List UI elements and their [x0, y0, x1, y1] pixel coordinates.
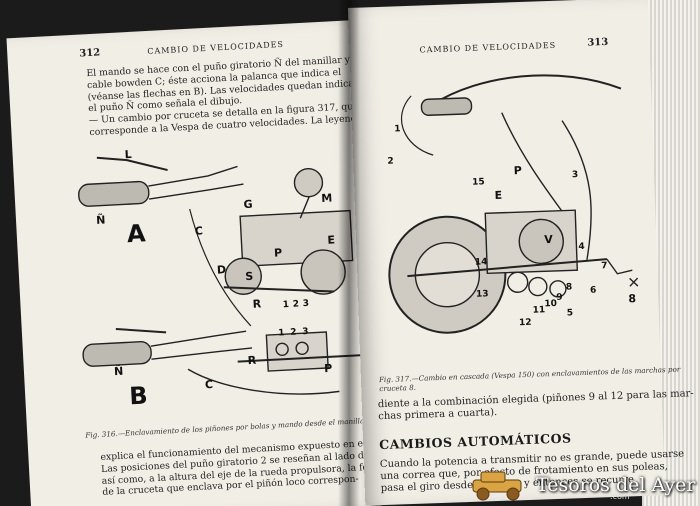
- right-body-text: diente a la combinación elegida (piñones…: [378, 388, 695, 423]
- watermark-text: Tesoros del Ayer: [536, 474, 696, 496]
- cruceta-symbol: [629, 277, 639, 287]
- label-c2: C: [204, 377, 214, 392]
- r-label-7: 7: [600, 261, 608, 272]
- right-running-head: CAMBIO DE VELOCIDADES: [419, 40, 557, 55]
- r-label-15: 15: [472, 177, 485, 188]
- r-label-13: 13: [475, 289, 489, 300]
- watermark-url: .com: [610, 492, 630, 501]
- r-label-10: 10: [544, 298, 558, 310]
- label-e: E: [327, 233, 336, 247]
- section-heading: CAMBIOS AUTOMÁTICOS: [378, 430, 572, 453]
- twist-grip: [420, 97, 473, 116]
- r-label-e: E: [494, 188, 503, 202]
- rotation-arrow: [401, 95, 434, 156]
- cylinder-v: [518, 218, 564, 265]
- gear-e: [300, 249, 346, 295]
- right-page: CAMBIO DE VELOCIDADES 313: [348, 0, 694, 506]
- gear-shaft: [407, 258, 608, 278]
- left-running-head: CAMBIO DE VELOCIDADES: [147, 39, 285, 56]
- label-p2: P: [323, 361, 333, 376]
- r-label-14: 14: [474, 257, 488, 268]
- label-b: B: [128, 381, 149, 411]
- r-label-2: 2: [387, 156, 394, 167]
- label-g: G: [243, 197, 253, 212]
- r-label-p: P: [513, 164, 523, 178]
- brake-lever-a: [96, 156, 168, 172]
- r-label-3: 3: [571, 170, 579, 181]
- label-1: 1: [282, 299, 290, 311]
- cable-2: [561, 120, 592, 260]
- r-label-1: 1: [394, 124, 401, 135]
- label-2b: 2: [290, 327, 297, 338]
- label-3b: 3: [302, 326, 309, 338]
- left-page: 312 CAMBIO DE VELOCIDADES El mando se ha…: [6, 20, 401, 506]
- label-a: A: [126, 219, 147, 249]
- label-2: 2: [292, 299, 300, 310]
- r-label-8: 8: [565, 282, 573, 293]
- bowden-cable-a: [189, 208, 252, 327]
- r-label-11: 11: [532, 305, 546, 316]
- gear-d: [224, 257, 262, 295]
- r-label-9: 9: [556, 292, 563, 303]
- label-n: Ñ: [95, 213, 106, 227]
- r-label-12: 12: [518, 317, 532, 329]
- figure-316-drawing: [78, 156, 368, 395]
- figure-317-drawing: [388, 74, 639, 334]
- label-s: S: [244, 269, 254, 284]
- gauge-dial: [293, 168, 324, 198]
- label-c: C: [194, 224, 204, 238]
- label-d: D: [216, 263, 227, 277]
- left-page-number: 312: [79, 47, 101, 60]
- label-p: P: [273, 246, 283, 260]
- r-label-5: 5: [566, 308, 574, 319]
- handlebar-grip-a: [78, 180, 150, 207]
- handlebar: [430, 74, 622, 106]
- book-gutter-shadow: [338, 0, 360, 506]
- handlebar-grip-b: [82, 341, 152, 367]
- label-3: 3: [302, 298, 310, 310]
- watermark-car-icon: [472, 471, 522, 501]
- label-1b: 1: [278, 328, 285, 339]
- r-label-v: V: [543, 233, 553, 247]
- label-l: L: [124, 147, 133, 162]
- label-m: M: [320, 191, 333, 206]
- label-n2: Ñ: [113, 364, 124, 379]
- right-page-number: 313: [587, 36, 609, 49]
- label-r: R: [252, 297, 262, 311]
- r-label-8-cruceta: 8: [628, 292, 637, 306]
- r-label-6: 6: [589, 285, 597, 296]
- r-label-4: 4: [578, 241, 585, 253]
- label-r2: R: [247, 353, 257, 368]
- bowden-cable-b: [187, 368, 340, 395]
